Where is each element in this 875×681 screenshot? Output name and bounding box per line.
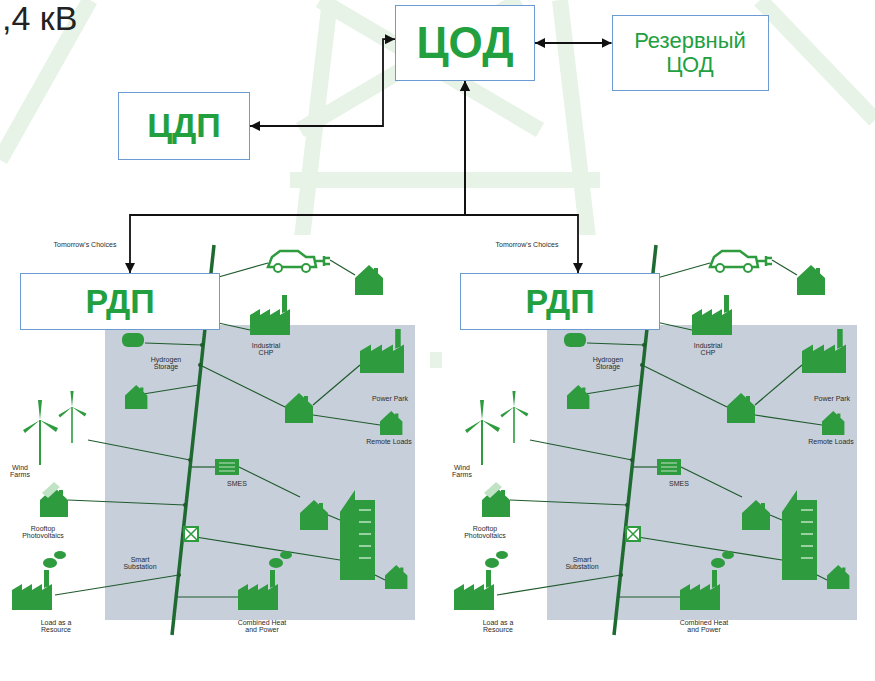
process-box: ЦОД — [395, 5, 535, 81]
box-label: ЦОД — [416, 19, 513, 67]
smart-grid-illustration — [0, 235, 430, 681]
connector-arrow — [250, 39, 395, 126]
illustration-caption: Industrial CHP — [686, 342, 730, 357]
illustration-caption: Combined Heat and Power — [234, 619, 290, 634]
illustration-caption: Power Park — [810, 395, 854, 402]
box-label: РДП — [85, 283, 154, 320]
illustration-caption: Hydrogen Storage — [588, 356, 628, 371]
process-box: РДП — [460, 273, 660, 330]
illustration-caption: Tomorrow's Choices — [48, 241, 122, 248]
illustration-caption: Wind Farms — [6, 464, 34, 479]
illustration-caption: Load as a Resource — [476, 619, 520, 634]
box-label: РДП — [525, 283, 594, 320]
box-label: Резервный ЦОД — [613, 29, 768, 77]
box-label: ЦДП — [147, 107, 221, 144]
illustration-caption: Hydrogen Storage — [146, 356, 186, 371]
connector-arrow — [465, 81, 578, 273]
illustration-caption: SMES — [666, 480, 692, 487]
background-watermark — [290, 172, 600, 188]
voltage-label: ,4 кВ — [2, 0, 77, 39]
process-box: Резервный ЦОД — [612, 15, 769, 91]
illustration-caption: Smart Substation — [560, 556, 604, 571]
process-box: РДП — [20, 273, 220, 330]
illustration-caption: Power Park — [368, 395, 412, 402]
illustration-caption: Remote Loads — [804, 438, 858, 445]
connector-arrow — [130, 81, 465, 273]
illustration-caption: Load as a Resource — [34, 619, 78, 634]
illustration-caption: Rooftop Photovoltaics — [462, 525, 508, 540]
illustration-caption: Rooftop Photovoltaics — [20, 525, 66, 540]
process-box: ЦДП — [118, 92, 250, 160]
illustration-caption: Tomorrow's Choices — [490, 241, 564, 248]
illustration-caption: Smart Substation — [118, 556, 162, 571]
smart-grid-illustration — [442, 235, 872, 681]
connector-arrow — [535, 42, 612, 44]
background-watermark — [0, 0, 875, 160]
background-watermark — [300, 0, 540, 130]
illustration-caption: Wind Farms — [448, 464, 476, 479]
illustration-caption: SMES — [224, 480, 250, 487]
illustration-caption: Industrial CHP — [244, 342, 288, 357]
illustration-caption: Remote Loads — [362, 438, 416, 445]
illustration-caption: Combined Heat and Power — [676, 619, 732, 634]
